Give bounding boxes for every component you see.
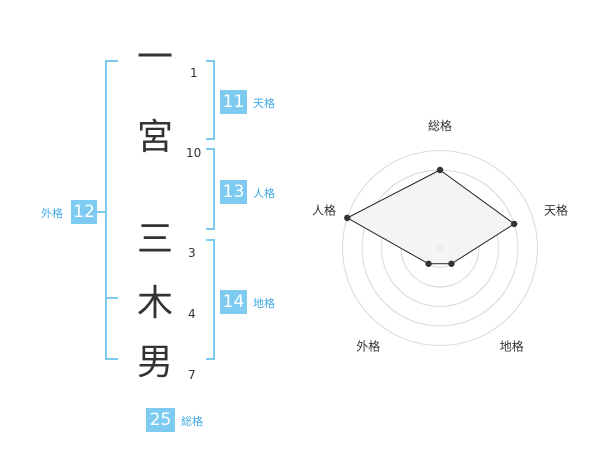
chikaku-label: 地格 [253,297,275,310]
name-char-4: 木 [136,283,173,324]
gaikaku-label: 外格 [41,207,63,220]
radar-axis-label-5: 人格 [312,202,336,217]
name-char-2: 宮 [136,117,173,158]
radar-axis-label-1: 総格 [428,118,452,133]
radar-point-5 [344,214,351,222]
tenkaku-label: 天格 [253,97,275,110]
tenkaku-bracket [206,60,215,140]
stroke-count-5: 7 [188,368,196,382]
radar-ring-5 [342,150,538,346]
stroke-count-1: 1 [190,66,198,80]
soukaku-badge: 25 [146,408,175,432]
radar-point-1 [436,166,444,174]
stroke-count-2: 10 [186,146,202,160]
stroke-count-4: 4 [188,307,196,321]
radar-point-2 [510,220,518,228]
radar-axis-label-4: 外格 [356,339,380,354]
radar-value-polygon [346,169,516,265]
name-char-3: 三 [136,219,173,260]
chikaku-badge: 14 [220,290,247,314]
chikaku-bracket [206,239,215,360]
jinkaku-label: 人格 [253,187,275,200]
soukaku-label: 総格 [181,415,203,428]
gaikaku-badge: 12 [71,200,97,224]
jinkaku-bracket [206,148,215,230]
radar-axis-label-2: 天格 [544,202,568,217]
radar-point-4 [425,260,432,267]
name-char-1: 一 [136,37,173,78]
stroke-count-3: 3 [188,246,196,260]
gaikaku-bracket [105,60,118,360]
radar-point-3 [448,260,455,267]
tenkaku-badge: 11 [220,90,247,114]
name-char-5: 男 [136,342,173,383]
radar-axis-label-3: 地格 [500,339,524,354]
jinkaku-badge: 13 [220,180,247,204]
